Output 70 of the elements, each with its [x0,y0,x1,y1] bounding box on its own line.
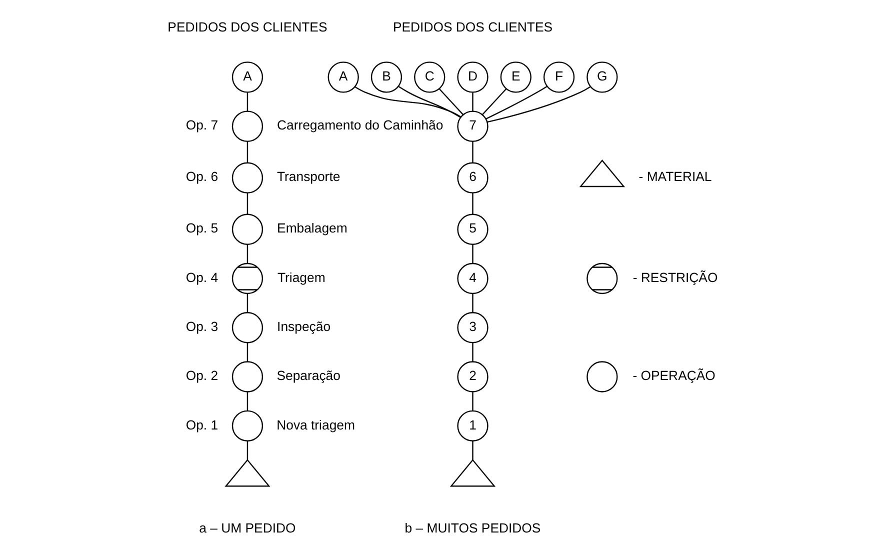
node-circle: A [328,62,359,93]
node-circle: F [543,62,575,93]
node-label: Inspeção [277,318,331,334]
node-circle: 6 [457,162,488,194]
label: a – UM PEDIDO [199,520,296,536]
node-label: Op. 7 [186,118,218,133]
node-circle: 3 [457,312,488,344]
legend-label: - RESTRIÇÃO [632,270,718,285]
node-label: Nova triagem [276,417,355,432]
connector [487,86,590,123]
legend-label: - MATERIAL [638,169,712,184]
connector [472,92,474,112]
node-circle [232,110,264,142]
connector [472,141,474,163]
node-circle [232,214,264,245]
node-circle [232,361,264,392]
node-circle [232,312,264,344]
node-circle: E [500,62,532,93]
node-circle [586,361,618,392]
connector [472,244,474,264]
connector [472,294,474,313]
node-circle: A [232,62,264,93]
node-circle: 5 [457,214,488,245]
connector [472,193,474,214]
node-label: Separação [276,368,340,384]
node-triangle [224,459,270,487]
node-label: Transporte [276,169,340,184]
node-label: Op. 4 [186,270,218,285]
node-label: Carregamento do Caminhão [277,118,444,133]
node-label: Op. 2 [186,368,218,384]
connector [486,86,548,120]
connector [246,441,248,460]
node-label: Op. 3 [186,318,218,334]
connector [398,86,461,118]
connector [246,392,248,411]
node-label: Embalagem [277,220,348,236]
node-circle [232,162,264,194]
node-label: Op. 1 [186,417,218,432]
label: b – MUITOS PEDIDOS [404,520,541,536]
connector [354,86,461,118]
label: PEDIDOS DOS CLIENTES [168,19,328,34]
node-triangle [450,459,496,487]
node-circle: 1 [457,410,488,442]
connector [246,193,248,214]
node-circle [232,410,264,442]
connector [472,343,474,362]
node-circle: 7 [457,110,488,142]
connector [482,88,507,115]
node-circle: D [457,62,488,93]
connector [472,392,474,411]
connector [246,294,248,313]
node-label: Triagem [277,270,326,285]
node-crossed-circle [586,262,618,294]
connector [246,244,248,264]
connector [438,88,464,115]
legend-label: - OPERAÇÃO [632,368,716,384]
connector [472,441,474,460]
node-circle: G [586,62,618,93]
node-circle: 2 [457,361,488,392]
node-circle: C [414,62,446,93]
connector [246,343,248,362]
node-label: Op. 5 [186,220,218,236]
connector [246,92,248,112]
connector [246,141,248,163]
node-circle: 4 [457,262,488,294]
node-crossed-circle [232,262,264,294]
node-label: Op. 6 [186,169,218,184]
label: PEDIDOS DOS CLIENTES [392,19,553,34]
node-circle: B [370,62,402,93]
node-triangle [579,160,626,188]
